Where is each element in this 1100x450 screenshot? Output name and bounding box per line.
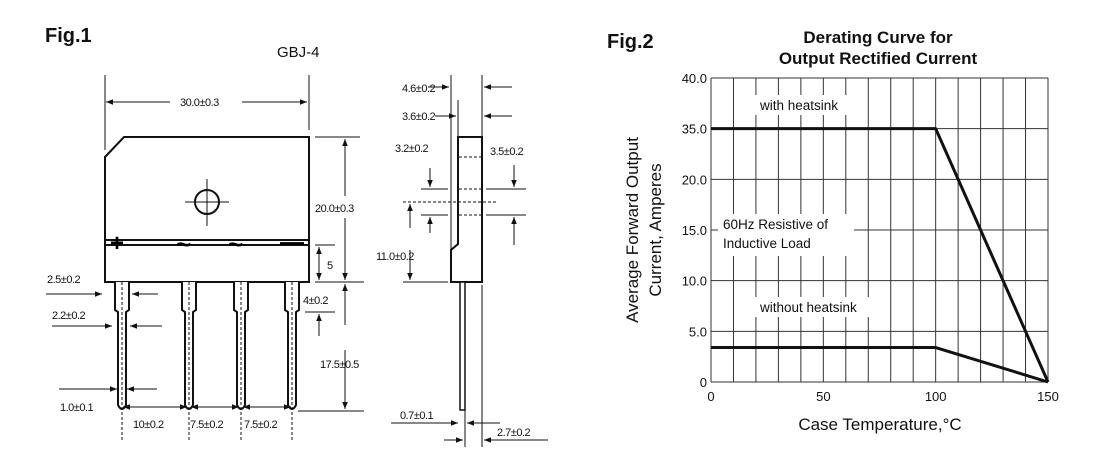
- fig2-label: Fig.2: [607, 31, 654, 53]
- chart-annotations: with heatsink 60Hz Resistive of Inductiv…: [718, 95, 885, 317]
- dim-band: 5: [327, 260, 333, 272]
- x-axis-label: Case Temperature,°C: [798, 415, 961, 434]
- series-label-with-heatsink: with heatsink: [759, 98, 838, 113]
- dim-lead-shoulder: 4±0.2: [303, 295, 328, 307]
- dim-height: 20.0±0.3: [315, 203, 354, 215]
- dim-side-lead: 0.7±0.1: [400, 410, 434, 422]
- fig2-derating-chart: Fig.2 Derating Curve for Output Rectifie…: [607, 28, 1059, 434]
- dim-lead-length: 17.5±0.5: [320, 359, 359, 371]
- y-tick-label: 15.0: [682, 223, 707, 238]
- x-tick-label: 150: [1037, 389, 1059, 404]
- dim-pitch-1: 10±0.2: [133, 419, 164, 431]
- chart-subtitle: Output Rectified Current: [779, 49, 978, 68]
- leads: [114, 282, 300, 440]
- pin-label-ac1: ~: [176, 229, 191, 259]
- mounting-hole-icon: [185, 179, 229, 226]
- dim-side-offset: 2.7±0.2: [497, 427, 531, 439]
- dim-hole-b: 3.5±0.2: [490, 146, 524, 158]
- dim-side-thin: 3.6±0.2: [402, 111, 436, 123]
- y-tick-label: 5.0: [689, 324, 707, 339]
- pin-label-minus: —: [280, 229, 304, 256]
- fig1-mechanical-drawing: Fig.1 GBJ-4 + ~ ~ —: [45, 25, 548, 447]
- dimension-lines-front: [46, 75, 364, 412]
- x-tick-label: 0: [707, 389, 714, 404]
- fig1-label: Fig.1: [45, 25, 92, 47]
- x-tick-label: 100: [925, 389, 947, 404]
- x-tick-label: 50: [816, 389, 830, 404]
- annotation-line1: 60Hz Resistive of: [723, 217, 828, 232]
- side-lead: [459, 281, 466, 411]
- dim-pitch-3: 7.5±0.2: [244, 419, 278, 431]
- dimension-lines-side: [391, 75, 548, 447]
- series-label-without-heatsink: without heatsink: [759, 300, 857, 315]
- dim-lead-narrow: 2.2±0.2: [52, 310, 86, 322]
- chart-title: Derating Curve for: [803, 28, 953, 47]
- y-tick-label: 40.0: [682, 71, 707, 86]
- chart-series: [711, 127, 1050, 384]
- dim-width: 30.0±0.3: [180, 97, 219, 109]
- dim-lead-tip: 1.0±0.1: [60, 402, 94, 414]
- dim-side-thick: 4.6±0.2: [402, 83, 436, 95]
- y-axis-label-line1: Average Forward Output: [623, 137, 642, 323]
- dim-pitch-2: 7.5±0.2: [190, 419, 224, 431]
- annotation-line2: Inductive Load: [723, 236, 811, 251]
- pin-label-ac2: ~: [228, 229, 243, 259]
- package-name: GBJ-4: [277, 44, 320, 61]
- dim-lead-wide: 2.5±0.2: [47, 274, 81, 286]
- series-line-with-heatsink: [711, 127, 1050, 383]
- pin-label-plus: +: [110, 230, 124, 257]
- y-tick-label: 10.0: [682, 274, 707, 289]
- y-tick-label: 20.0: [682, 172, 707, 187]
- package-body-side: [450, 136, 483, 283]
- y-axis-label-line2: Current, Amperes: [646, 163, 665, 296]
- chart-ticks: 0 5.0 10.0 15.0 20.0 35.0 40.0 0 50 100 150: [682, 71, 1059, 404]
- y-tick-label: 35.0: [682, 122, 707, 137]
- dim-hole-height: 11.0±0.2: [376, 251, 414, 263]
- dim-hole-a: 3.2±0.2: [395, 143, 429, 155]
- y-tick-label: 0: [700, 375, 707, 390]
- series-line-without-heatsink: [711, 346, 1049, 384]
